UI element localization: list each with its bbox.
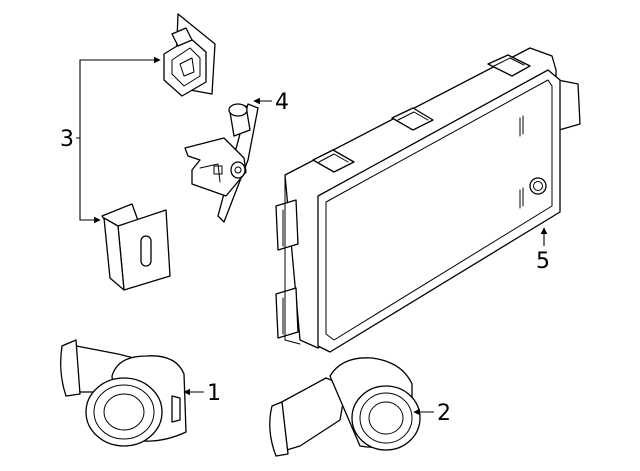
callout-3-label: 3 — [60, 127, 74, 152]
callout-leaders — [76, 56, 548, 416]
parking-sensor-2-part — [269, 357, 421, 457]
upper-holder-part — [163, 13, 216, 97]
callout-4-label: 4 — [275, 90, 289, 115]
control-module-part — [275, 47, 581, 353]
bracket-part — [184, 103, 259, 223]
callout-2-label: 2 — [437, 401, 451, 426]
lower-holder-part — [101, 203, 171, 291]
parking-sensor-1-part — [60, 339, 187, 447]
callout-1-label: 1 — [207, 381, 221, 406]
callout-5-label: 5 — [536, 249, 550, 274]
